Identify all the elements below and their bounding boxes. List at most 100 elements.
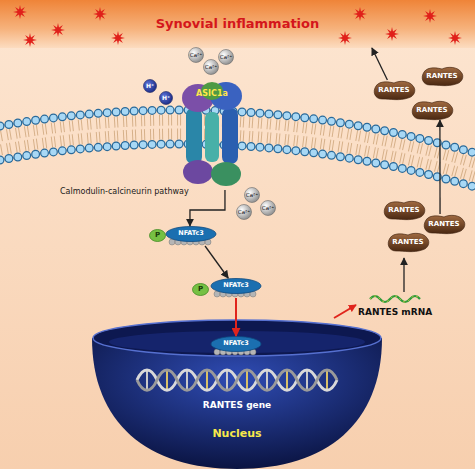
node-label: Ca²⁺: [205, 64, 217, 70]
node-label: H⁺: [146, 83, 154, 90]
ion-circle: [237, 205, 252, 220]
node-label: Ca²⁺: [246, 192, 258, 198]
translation-arrow: [403, 258, 404, 292]
dna-rung: [206, 371, 208, 389]
calcium-ion: Ca²⁺: [218, 49, 234, 65]
node-label: H⁺: [162, 95, 170, 102]
calcium-ion: Ca²⁺: [188, 47, 204, 63]
node-label: Ca²⁺: [220, 54, 232, 60]
nucleus-bowl: [92, 338, 382, 469]
inflammation-star: [448, 31, 462, 45]
inflammation-star: [353, 7, 367, 21]
dna-rung: [166, 371, 168, 389]
node-label: RANTES: [388, 206, 419, 214]
mrna-strand: [370, 296, 420, 302]
inflammation-star: [23, 33, 37, 47]
dna-rung: [226, 371, 228, 389]
dna-rung: [186, 371, 188, 389]
node-label: Ca²⁺: [262, 205, 274, 211]
nfatc3-protein: NFATc3: [210, 336, 262, 356]
rantes-blob: [388, 233, 429, 251]
rantes-protein: RANTES: [386, 232, 430, 252]
dna-rung: [246, 371, 248, 389]
protein-body: [211, 279, 261, 294]
inflammation-star: [13, 5, 27, 19]
channel-lobe: [183, 160, 213, 184]
calcium-ion: Ca²⁺: [236, 204, 252, 220]
ion-circle: [204, 60, 219, 75]
calcium-ion: Ca²⁺: [203, 59, 219, 75]
node-label: RANTES: [378, 86, 409, 94]
mrna-label: RANTES mRNA: [358, 307, 432, 317]
proton-ion: H⁺: [159, 91, 173, 105]
rantes-protein: RANTES: [382, 200, 426, 220]
phosphate-blob: [193, 284, 209, 296]
node-label: Ca²⁺: [190, 52, 202, 58]
rantes-blob: [422, 67, 463, 85]
phosphate-group: P: [149, 229, 166, 242]
dna-rung: [326, 371, 328, 389]
rantes-protein: RANTES: [420, 66, 464, 86]
channel-helix: [222, 108, 238, 164]
phosphate-group: P: [192, 283, 209, 296]
pathway-arrow: [372, 48, 387, 80]
dna-rung: [146, 371, 148, 389]
edge-label-box: Calmodulin-calcineurin pathway: [60, 187, 189, 196]
ion-circle: [189, 48, 204, 63]
node-label: NFATc3: [223, 282, 249, 289]
dna-strand: [137, 370, 337, 390]
transcription-arrow: [334, 305, 356, 318]
rantes-blob: [374, 81, 415, 99]
ion-circle: [219, 50, 234, 65]
mrna-strand: [370, 296, 420, 302]
nfatc3-protein: NFATc3: [165, 226, 217, 246]
pathway-arrow: [439, 120, 440, 214]
rantes-protein: RANTES: [410, 100, 454, 120]
protein-body: [211, 337, 261, 352]
pathway-arrow: [235, 298, 237, 336]
pathway-label: Calmodulin-calcineurin pathway: [60, 187, 189, 196]
node-label: Synovial inflammation: [156, 17, 320, 32]
rantes-blob: [424, 215, 465, 233]
node-label: RANTES: [392, 238, 423, 246]
ion-circle: [261, 201, 276, 216]
dna-rung: [286, 371, 288, 389]
rantes-protein: RANTES: [372, 80, 416, 100]
dna-rung: [306, 371, 308, 389]
nfatc3-protein: NFATc3: [210, 278, 262, 298]
protein-body: [166, 227, 216, 242]
inflammation-star: [51, 23, 65, 37]
inflammation-band: Synovial inflammation: [0, 0, 475, 48]
asic1a-channel: ASIC1a: [176, 72, 248, 190]
rantes-blob: [384, 201, 425, 219]
pathway-arrow: [205, 246, 228, 278]
node-label: ASIC1a: [196, 89, 228, 98]
phosphate-blob: [150, 230, 166, 242]
nucleus-rim: [93, 320, 381, 356]
channel-helix: [205, 112, 219, 162]
ion-circle: [160, 92, 173, 105]
node-label: RANTES gene: [203, 400, 271, 410]
channel-helix: [186, 108, 202, 164]
nucleus-shade: [109, 331, 365, 353]
channel-lobe: [211, 162, 241, 186]
node-label: RANTES: [416, 106, 447, 114]
node-label: RANTES: [426, 72, 457, 80]
label-box: RANTES mRNA: [358, 307, 432, 317]
node-label: Nucleus: [212, 428, 261, 441]
rantes-blob: [412, 101, 453, 119]
inflammation-star: [338, 31, 352, 45]
pathway-arrow: [190, 190, 225, 226]
node-label: NFATc3: [178, 230, 204, 237]
node-label: NFATc3: [223, 340, 249, 347]
proton-ion: H⁺: [143, 79, 157, 93]
rantes-protein: RANTES: [422, 214, 466, 234]
dna-strand: [137, 370, 337, 390]
inflammation-star: [93, 7, 107, 21]
ion-circle: [144, 80, 157, 93]
calcium-ion: Ca²⁺: [260, 200, 276, 216]
inflammation-star: [385, 27, 399, 41]
